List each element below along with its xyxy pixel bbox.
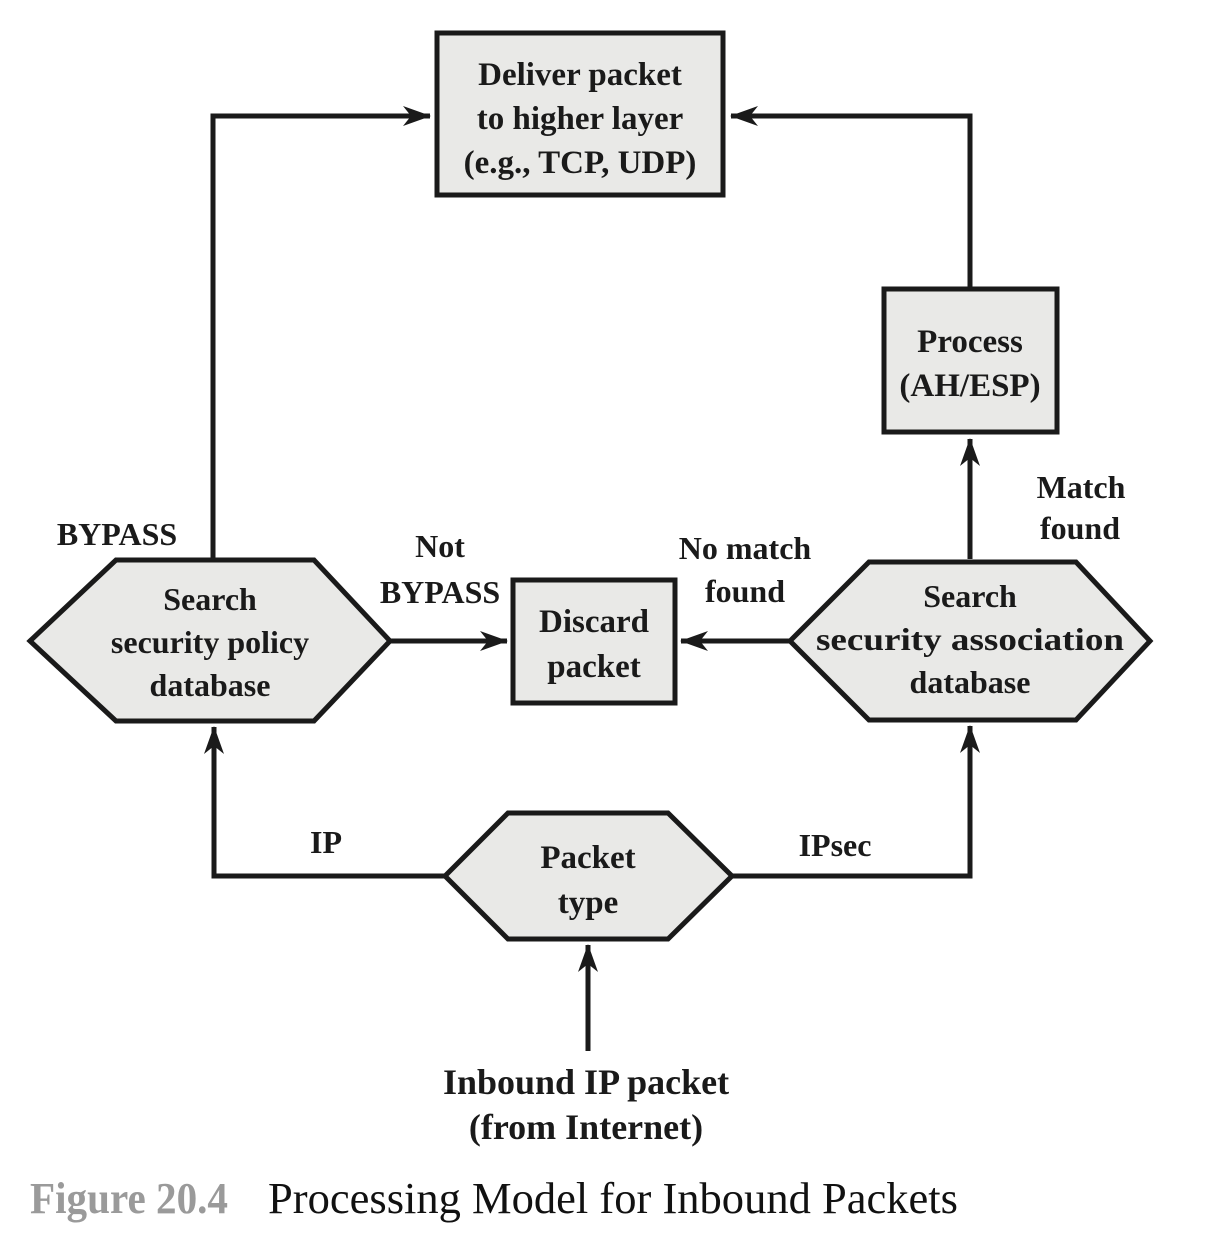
label-match-line2: found [1040,510,1120,546]
label-ipsec: IPsec [799,827,872,863]
label-match-line1: Match [1037,469,1126,505]
node-deliver-line3: (e.g., TCP, UDP) [464,145,697,181]
node-spd-line3: database [150,667,271,703]
caption-figure-number: Figure 20.4 [30,1174,228,1223]
node-sad-line3: database [910,664,1031,700]
label-not-bypass-line1: Not [415,528,465,564]
node-discard-line2: packet [547,649,641,685]
node-process-ah-esp-box [881,286,1060,435]
caption-title: Processing Model for Inbound Packets [268,1174,958,1223]
node-deliver-line1: Deliver packet [478,57,682,93]
node-process-line1: Process [917,324,1023,360]
node-deliver-line2: to higher layer [477,101,684,137]
node-sad-line2: security association [816,621,1124,657]
node-spd-line1: Search [163,581,257,617]
label-inbound-line2: (from Internet) [469,1107,703,1147]
node-spd-line2: security policy [111,624,309,660]
edge-ip-to-spd [204,726,448,879]
node-discard-packet-box [510,577,678,706]
node-process-line2: (AH/ESP) [899,368,1040,404]
node-deliver-packet-box [434,30,726,198]
node-packet-type-line1: Packet [540,840,635,876]
label-bypass: BYPASS [57,516,177,552]
edge-bypass-to-deliver [210,106,431,559]
node-packet-type-line2: type [558,885,619,921]
label-not-bypass-line2: BYPASS [380,574,500,610]
label-ip: IP [310,824,342,860]
edge-ipsec-to-sad [729,725,980,879]
edge-process-to-deliver [730,106,973,290]
label-no-match-line2: found [705,573,785,609]
label-no-match-line1: No match [679,530,812,566]
label-inbound-line1: Inbound IP packet [443,1062,729,1102]
node-discard-line1: Discard [539,604,649,640]
node-sad-line1: Search [923,578,1017,614]
hexagon-search-security-association-db [786,559,1154,723]
